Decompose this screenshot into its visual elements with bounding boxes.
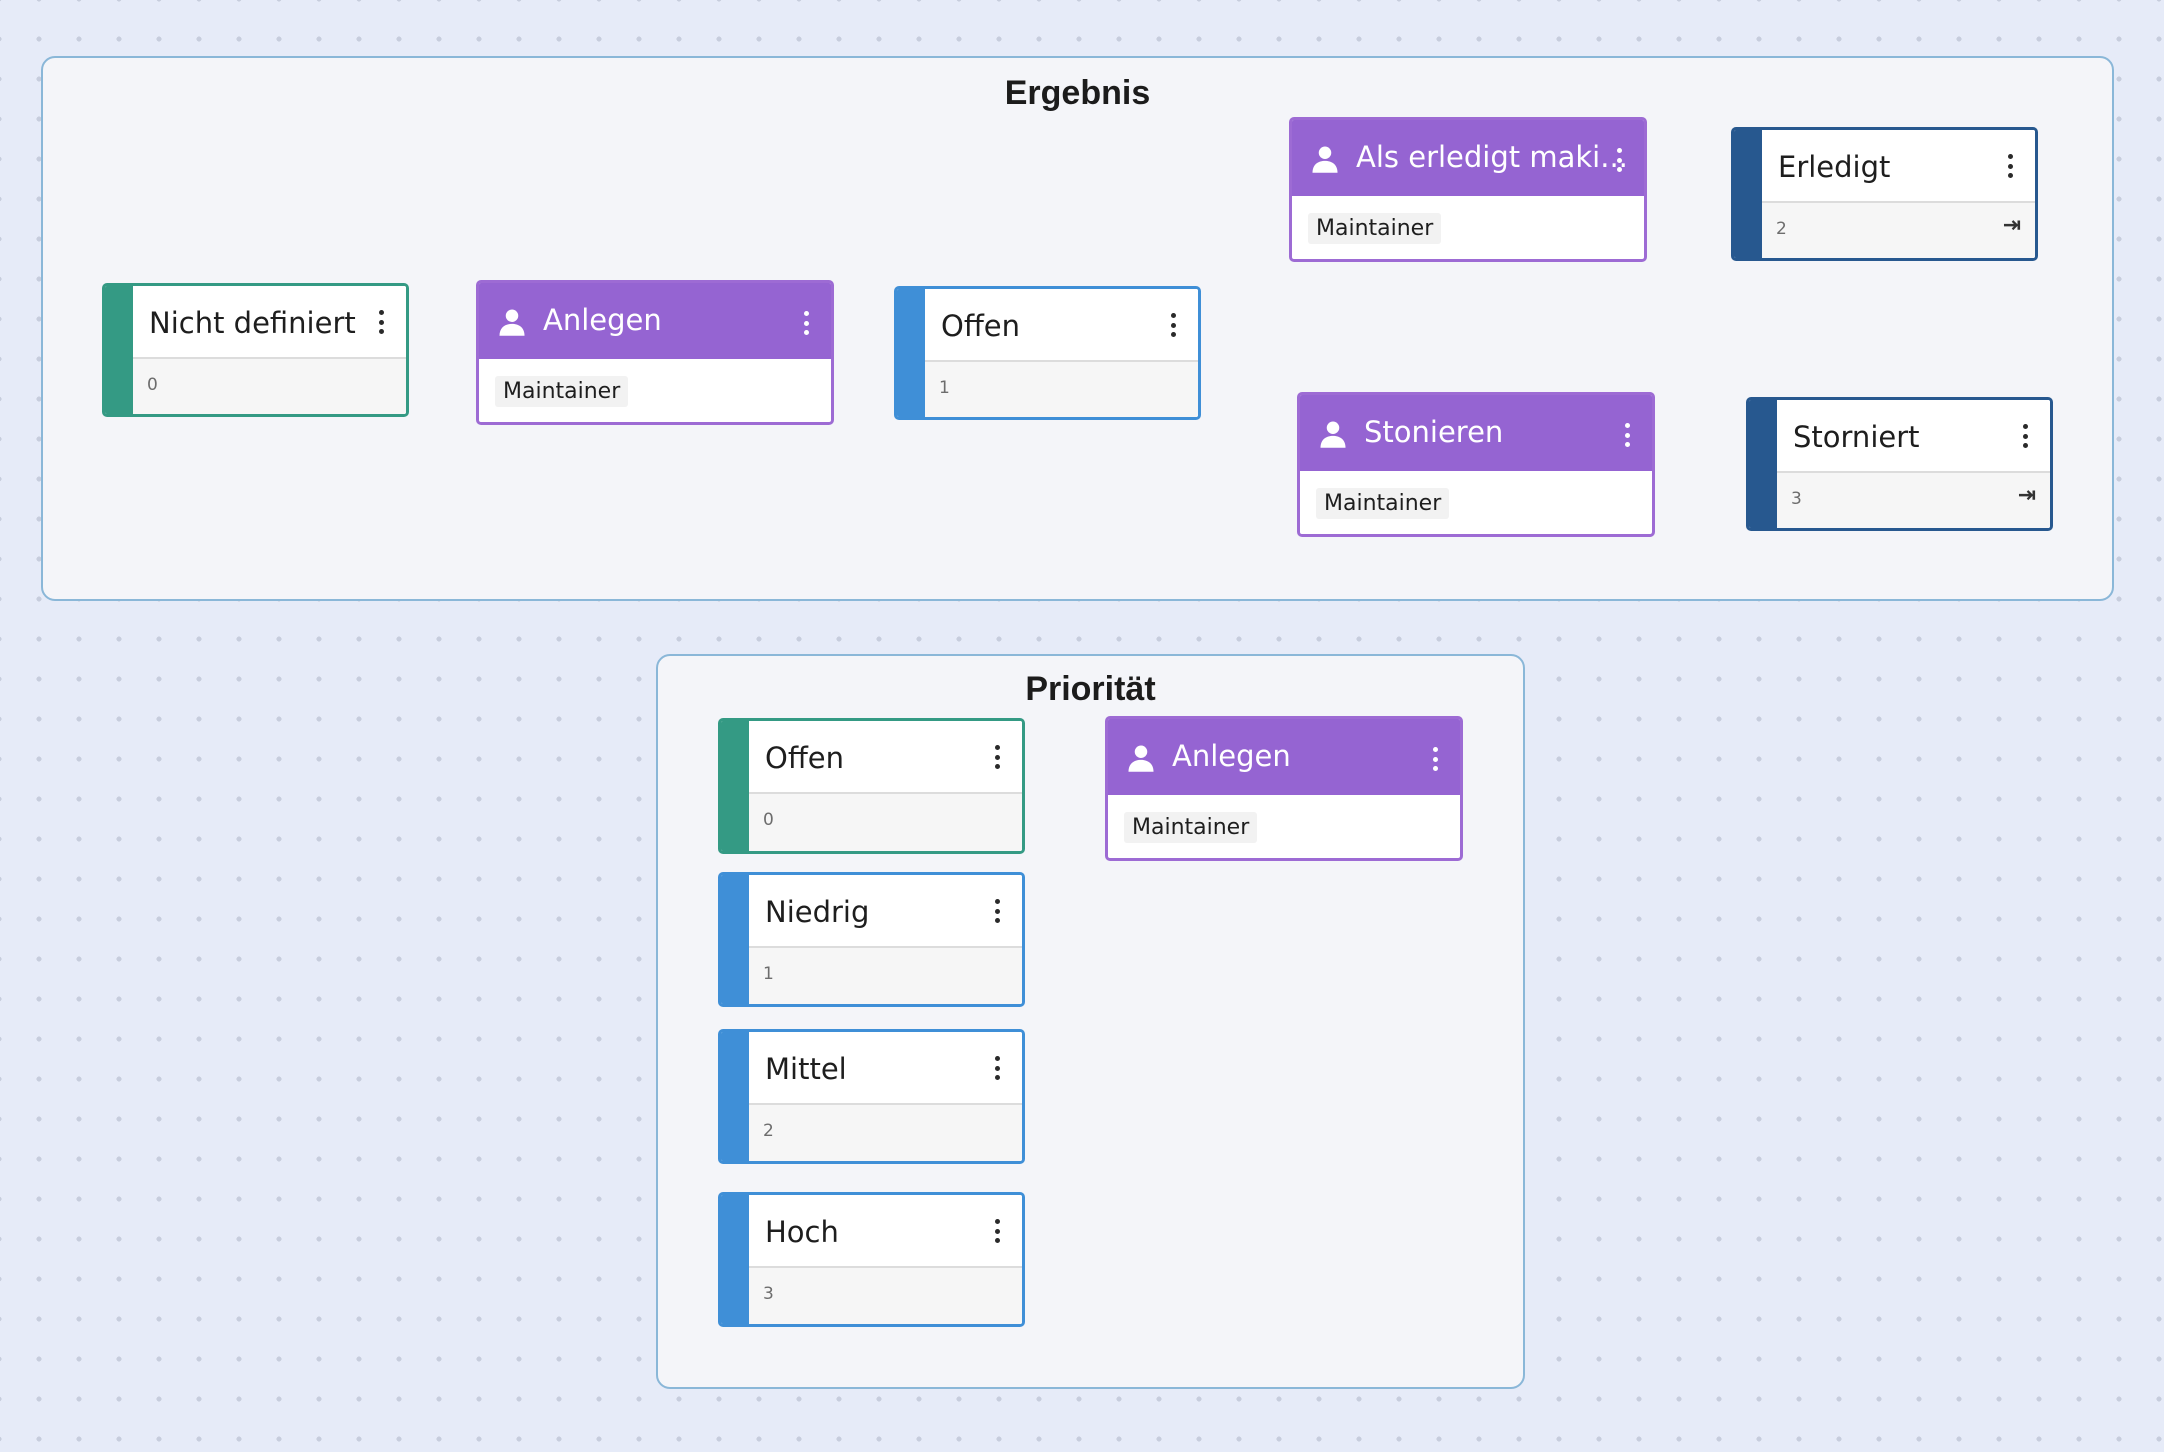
state-label: Erledigt [1778,150,1891,184]
state-node-mittel[interactable]: Mittel 2 [718,1029,1025,1164]
state-color-bar [721,1032,749,1161]
kebab-menu-icon[interactable] [378,310,384,334]
role-badge: Maintainer [495,376,629,407]
action-node-als-erledigt[interactable]: Als erledigt maki... Maintainer [1289,117,1647,262]
state-node-offen[interactable]: Offen 1 [894,286,1201,420]
person-icon [1128,745,1154,772]
state-number: 3 [1791,489,1802,509]
kebab-menu-icon[interactable] [994,1219,1000,1243]
state-number: 2 [763,1121,774,1141]
kebab-menu-icon[interactable] [994,745,1000,769]
state-number: 2 [1776,219,1787,239]
state-node-prio-offen[interactable]: Offen 0 [718,718,1025,854]
state-node-storniert[interactable]: Storniert 3 ⇥ [1746,397,2053,531]
state-color-bar [105,286,133,414]
person-icon [1312,146,1338,173]
role-badge: Maintainer [1124,812,1258,843]
state-node-niedrig[interactable]: Niedrig 1 [718,872,1025,1007]
state-node-nicht-definiert[interactable]: Nicht definiert 0 [102,283,409,417]
role-badge: Maintainer [1316,488,1450,519]
group-title: Priorität [1025,670,1156,708]
kebab-menu-icon[interactable] [2007,154,2013,178]
state-color-bar [897,289,925,417]
action-label: Stonieren [1364,415,1504,449]
action-node-anlegen[interactable]: Anlegen Maintainer [476,280,834,425]
state-number: 3 [763,1284,774,1304]
state-label: Hoch [765,1215,839,1249]
kebab-menu-icon[interactable] [1432,747,1438,771]
kebab-menu-icon[interactable] [1616,148,1622,172]
state-label: Nicht definiert [149,306,356,340]
role-badge: Maintainer [1308,213,1442,244]
state-color-bar [721,721,749,851]
state-number: 0 [763,810,774,830]
state-label: Storniert [1793,420,1920,454]
state-number: 1 [763,964,774,984]
state-number: 0 [147,375,158,395]
kebab-menu-icon[interactable] [1624,423,1630,447]
group-title: Ergebnis [1004,74,1151,112]
state-color-bar [1749,400,1777,528]
state-label: Offen [765,741,845,775]
person-icon [499,309,525,336]
action-label: Anlegen [543,303,662,337]
action-node-prio-anlegen[interactable]: Anlegen Maintainer [1105,716,1463,861]
kebab-menu-icon[interactable] [2022,424,2028,448]
kebab-menu-icon[interactable] [994,1056,1000,1080]
kebab-menu-icon[interactable] [803,311,809,335]
state-color-bar [1734,130,1762,258]
kebab-menu-icon[interactable] [994,899,1000,923]
action-label: Anlegen [1172,739,1291,773]
state-label: Offen [941,309,1021,343]
end-state-icon: ⇥ [2017,483,2036,508]
state-label: Mittel [765,1052,847,1086]
state-node-hoch[interactable]: Hoch 3 [718,1192,1025,1327]
state-number: 1 [939,378,950,398]
state-color-bar [721,875,749,1004]
person-icon [1320,421,1346,448]
end-state-icon: ⇥ [2002,213,2021,238]
action-label: Als erledigt maki... [1356,140,1628,174]
kebab-menu-icon[interactable] [1170,313,1176,337]
state-node-erledigt[interactable]: Erledigt 2 ⇥ [1731,127,2038,261]
action-node-stonieren[interactable]: Stonieren Maintainer [1297,392,1655,537]
state-color-bar [721,1195,749,1324]
state-label: Niedrig [765,895,870,929]
